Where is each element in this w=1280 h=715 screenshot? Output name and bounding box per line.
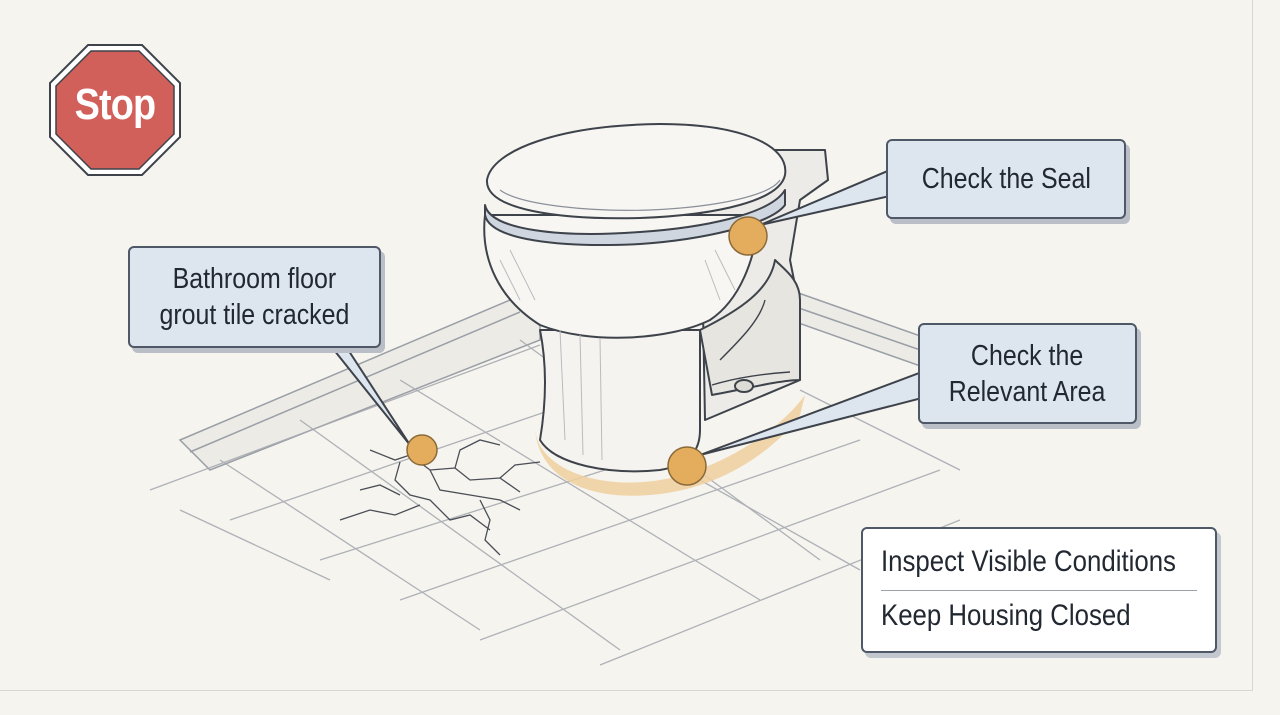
instructions-box: Inspect Visible Conditions Keep Housing … [861,527,1217,653]
leader-lines [329,168,923,456]
crack-marker [406,434,438,466]
instructions-divider [881,590,1197,591]
area-marker [667,446,707,486]
toilet [483,123,829,473]
callout-relevant-area: Check the Relevant Area [918,323,1137,424]
hatching [499,249,736,461]
callout-crack-line2: grout tile cracked [159,299,350,331]
callout-area-line2: Relevant Area [949,375,1106,408]
instruction-keep-closed: Keep Housing Closed [881,599,1131,632]
stop-sign-label: Stop [74,80,156,129]
callout-area-line1: Check the [971,339,1084,372]
seal-marker [728,216,768,256]
instruction-inspect: Inspect Visible Conditions [881,545,1176,578]
callout-grout-crack: Bathroom floor grout tile cracked [128,246,381,348]
callout-crack-line1: Bathroom floor [172,263,337,295]
base-stain [535,395,805,496]
callout-seal-text: Check the Seal [921,163,1091,195]
grout-cracks [339,439,541,556]
callout-check-seal: Check the Seal [886,139,1126,219]
markers [406,216,768,486]
stop-sign [49,44,181,176]
